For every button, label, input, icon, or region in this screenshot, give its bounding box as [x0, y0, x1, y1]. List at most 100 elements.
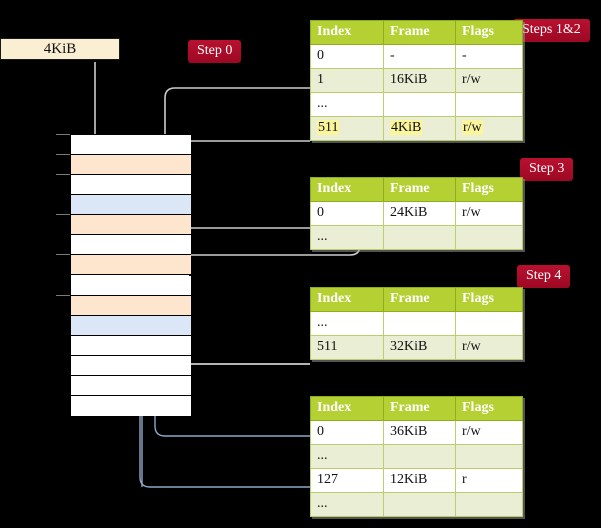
badge-step-0: Step 0 — [188, 40, 242, 63]
memory-frame-row — [71, 315, 191, 336]
column-header-frame: Frame — [383, 20, 456, 45]
column-header-frame: Frame — [383, 177, 456, 202]
table-cell: - — [455, 44, 523, 69]
memory-tick-mark — [56, 134, 70, 135]
badge-steps-1-2: Steps 1&2 — [513, 19, 590, 42]
memory-frame-row — [71, 215, 191, 236]
table-row: ... — [310, 311, 523, 336]
column-header-frame: Frame — [383, 287, 456, 312]
column-header-frame: Frame — [383, 396, 456, 421]
column-header-flags: Flags — [455, 396, 523, 421]
highlighted-value: r/w — [462, 120, 483, 135]
table-row: ... — [310, 444, 523, 469]
column-header-index: Index — [310, 287, 384, 312]
virtual-address-label: 4KiB — [43, 41, 77, 57]
memory-frame-row — [71, 195, 191, 216]
memory-tick-mark — [56, 174, 70, 176]
wire-pml4-511-down-to-frame — [168, 140, 191, 152]
table-cell: 0 — [310, 420, 384, 445]
table-row: ... — [310, 225, 523, 250]
table-cell — [383, 492, 456, 517]
table-cell: r/w — [455, 68, 523, 93]
table-cell: 511 — [310, 335, 384, 360]
badge-step-0-label: Step 0 — [197, 43, 233, 58]
badge-step-3-label: Step 3 — [529, 161, 565, 176]
column-header-index: Index — [310, 396, 384, 421]
memory-frame-row — [71, 375, 191, 396]
table-cell: 32KiB — [383, 335, 456, 360]
memory-frame-row — [71, 155, 191, 176]
virtual-address-box: 4KiB — [0, 38, 120, 60]
table-cell: ... — [310, 225, 384, 250]
column-header-index: Index — [310, 177, 384, 202]
table-cell — [455, 311, 523, 336]
memory-frame-row — [71, 295, 191, 316]
table-cell: ... — [310, 492, 384, 517]
memory-tick-mark — [56, 154, 70, 156]
table-cell — [455, 92, 523, 117]
table-cell: 1 — [310, 68, 384, 93]
column-header-flags: Flags — [455, 20, 523, 45]
table-row: ... — [310, 92, 523, 117]
table-cell: r/w — [455, 116, 523, 141]
table-row: 0-- — [310, 44, 523, 69]
wire-pd-row511-to-frame — [168, 318, 310, 365]
table-cell: 16KiB — [383, 68, 456, 93]
table-cell: 0 — [310, 44, 384, 69]
table-row: ... — [310, 492, 523, 517]
table-cell: - — [383, 44, 456, 69]
memory-frame-row — [71, 175, 191, 196]
table-cell: ... — [310, 444, 384, 469]
badge-step-3: Step 3 — [520, 158, 574, 181]
badge-step-4: Step 4 — [517, 265, 571, 288]
column-header-index: Index — [310, 20, 384, 45]
table-cell: r/w — [455, 335, 523, 360]
memory-frame-row — [71, 335, 191, 356]
table-cell — [383, 92, 456, 117]
table-cell: 36KiB — [383, 420, 456, 445]
memory-frame-row — [71, 135, 191, 156]
table-cell: 4KiB — [383, 116, 456, 141]
highlighted-value: 511 — [317, 120, 340, 135]
table-cell: ... — [310, 311, 384, 336]
table-cell: 127 — [310, 468, 384, 493]
table-cell — [383, 311, 456, 336]
table-cell — [383, 225, 456, 250]
memory-frame-row — [71, 395, 191, 416]
table-cell: 0 — [310, 201, 384, 226]
column-header-flags: Flags — [455, 177, 523, 202]
table-cell: ... — [310, 92, 384, 117]
badge-step-4-label: Step 4 — [526, 268, 562, 283]
highlighted-value: 4KiB — [390, 120, 423, 135]
table-cell: r/w — [455, 201, 523, 226]
table-cell: 24KiB — [383, 201, 456, 226]
table-cell: r — [455, 468, 523, 493]
memory-frame-row — [71, 275, 191, 296]
table-cell — [455, 492, 523, 517]
table-cell — [455, 225, 523, 250]
wire-frame-to-pml4-row511 — [190, 140, 310, 142]
memory-frame-row — [71, 235, 191, 256]
table-cell: 12KiB — [383, 468, 456, 493]
column-header-flags: Flags — [455, 287, 523, 312]
table-cell: 511 — [310, 116, 384, 141]
memory-frame-row — [71, 355, 191, 376]
memory-frame-row — [71, 255, 191, 276]
table-cell — [383, 444, 456, 469]
memory-tick-mark — [56, 294, 70, 296]
memory-tick-mark — [56, 214, 70, 216]
table-row: 511 4KiB r/w — [310, 116, 523, 141]
table-cell — [455, 444, 523, 469]
badge-steps-1-2-label: Steps 1&2 — [522, 22, 581, 37]
memory-tick-mark — [56, 254, 70, 256]
